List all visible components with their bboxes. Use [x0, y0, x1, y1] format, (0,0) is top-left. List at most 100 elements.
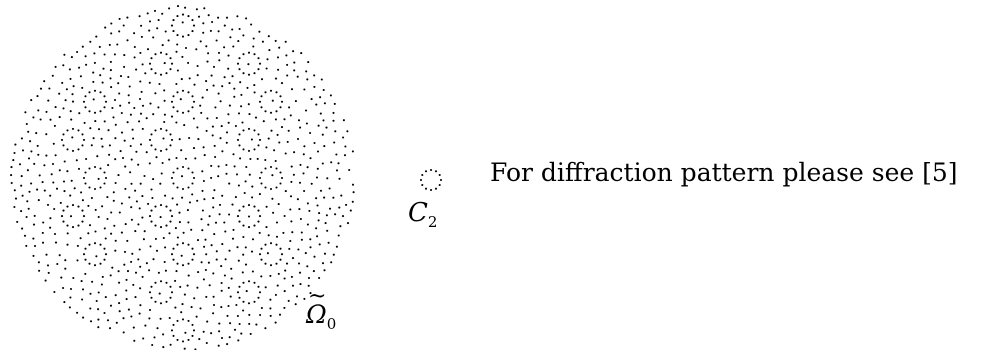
patch-dot: [164, 269, 167, 272]
patch-dot: [201, 189, 204, 192]
patch-dot: [247, 73, 251, 76]
patch-dot: [228, 336, 231, 339]
patch-dot: [149, 245, 152, 248]
patch-dot: [247, 215, 251, 218]
patch-dot: [192, 100, 196, 103]
patch-dot: [141, 63, 144, 66]
patch-dot: [139, 143, 143, 146]
patch-dot: [69, 215, 73, 218]
patch-dot: [176, 5, 180, 8]
patch-dot: [58, 92, 61, 95]
patch-dot: [323, 269, 326, 272]
patch-dot: [202, 330, 205, 333]
patch-dot: [199, 104, 202, 107]
patch-dot: [226, 343, 229, 346]
patch-dot: [207, 14, 210, 17]
patch-dot: [170, 329, 174, 332]
patch-dot: [14, 197, 18, 200]
patch-dot: [257, 220, 260, 223]
patch-dot: [176, 243, 179, 246]
patch-dot: [101, 81, 104, 84]
patch-dot: [323, 102, 326, 105]
patch-dot: [48, 87, 51, 90]
patch-dot: [68, 306, 71, 309]
patch-dot: [221, 85, 224, 88]
patch-dot: [250, 138, 253, 141]
patch-dot: [103, 171, 106, 174]
patch-dot: [200, 261, 203, 264]
patch-dot: [234, 124, 237, 128]
patch-dot: [88, 262, 91, 265]
patch-dot: [190, 228, 193, 231]
patch-dot: [126, 39, 129, 42]
patch-dot: [191, 95, 194, 98]
patch-dot: [205, 80, 208, 83]
patch-dot: [210, 74, 213, 77]
patch-dot: [223, 76, 226, 79]
patch-dot: [323, 145, 326, 148]
patch-dot: [334, 130, 337, 133]
patch-dot: [161, 44, 164, 47]
patch-dot: [145, 117, 148, 120]
patch-dot: [201, 229, 204, 232]
patch-dot: [218, 59, 221, 62]
patch-dot: [307, 284, 310, 287]
patch-dot: [172, 19, 175, 22]
patch-dot: [140, 90, 143, 93]
patch-dot: [291, 284, 295, 287]
patch-dot: [150, 296, 153, 299]
patch-dot: [308, 209, 311, 212]
patch-dot: [187, 221, 190, 224]
patch-dot: [315, 227, 318, 230]
patch-dot: [77, 224, 80, 227]
patch-dot: [180, 175, 184, 178]
patch-dot: [150, 209, 153, 212]
patch-dot: [124, 223, 127, 226]
patch-dot: [176, 43, 179, 46]
patch-dot: [10, 166, 13, 169]
patch-dot: [202, 146, 205, 149]
patch-dot: [97, 318, 100, 321]
patch-dot: [144, 324, 147, 327]
patch-dot: [50, 173, 53, 176]
patch-dot: [72, 276, 75, 280]
patch-dot: [76, 259, 79, 262]
patch-dot: [180, 78, 183, 81]
patch-dot: [114, 158, 117, 161]
patch-dot: [260, 106, 263, 109]
patch-dot: [236, 314, 239, 318]
patch-dot: [227, 304, 230, 308]
patch-dot: [160, 172, 163, 175]
patch-dot: [196, 199, 199, 202]
patch-dot: [327, 241, 330, 244]
patch-dot: [175, 121, 178, 124]
patch-dot: [133, 106, 136, 110]
patch-dot: [127, 94, 130, 97]
patch-dot: [333, 141, 336, 144]
patch-dot: [53, 290, 56, 294]
patch-dot: [109, 274, 112, 277]
patch-dot: [143, 174, 146, 178]
patch-dot: [77, 148, 80, 151]
patch-dot: [292, 50, 295, 53]
patch-dot: [211, 20, 214, 24]
patch-dot: [241, 271, 244, 274]
patch-dot: [206, 117, 209, 120]
patch-dot: [351, 150, 354, 153]
patch-dot: [313, 255, 316, 258]
patch-dot: [240, 105, 243, 108]
patch-dot: [321, 133, 324, 136]
patch-dot: [139, 51, 142, 54]
patch-dot: [219, 100, 222, 103]
patch-dot: [114, 181, 117, 185]
patch-dot: [25, 244, 28, 247]
patch-dot: [341, 215, 345, 218]
patch-dot: [339, 225, 342, 228]
patch-dot: [37, 199, 40, 202]
patch-dot: [38, 174, 41, 177]
patch-dot: [244, 263, 248, 266]
patch-dot: [274, 293, 277, 296]
patch-dot: [150, 220, 153, 223]
patch-dot: [110, 32, 113, 35]
patch-dot: [78, 66, 81, 69]
